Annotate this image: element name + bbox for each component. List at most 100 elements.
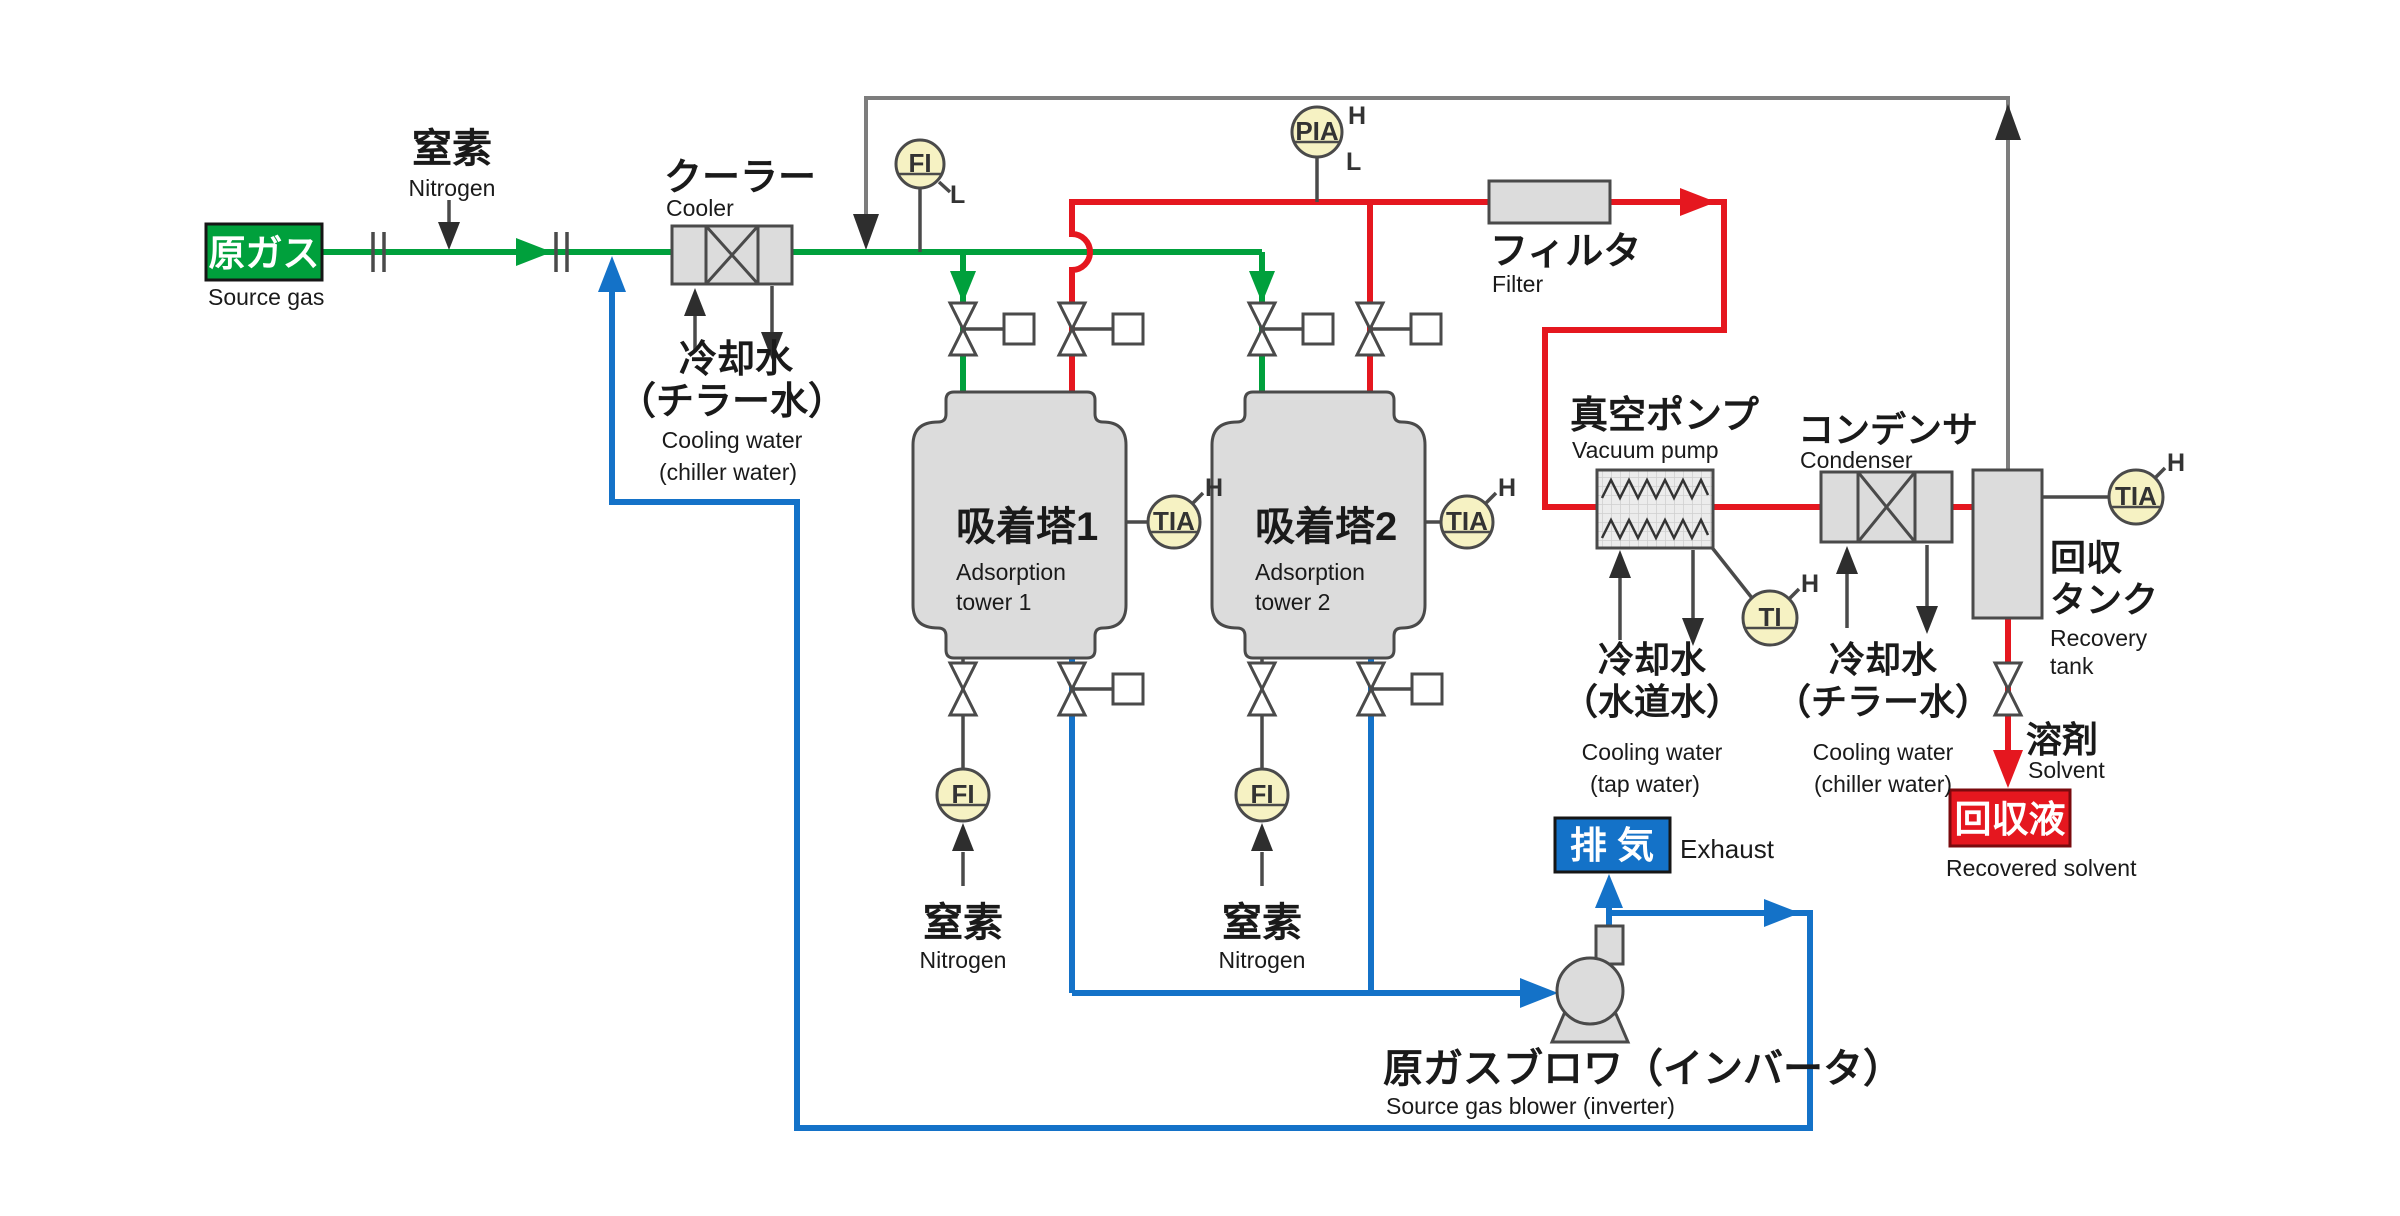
tower2-jp: 吸着塔2 (1255, 505, 1397, 549)
cond-water-jp1: 冷却水 (1829, 639, 1938, 680)
red-riser-tower1-with-jump (1069, 199, 1489, 392)
cond-water-en2: (chiller water) (1814, 771, 1952, 797)
valve-tower2-nitrogen (1246, 661, 1278, 717)
exhaust-box: 排 気 (1553, 816, 1672, 874)
tia2-marker-h: H (1498, 474, 1516, 502)
recovery-tank-jp2: タンク (2050, 579, 2158, 620)
filter-en: Filter (1492, 271, 1543, 297)
nitrogen-top-arrow-icon (438, 222, 460, 250)
pia-tag: PIA (1295, 116, 1339, 146)
valve-tower1-outlet (1056, 661, 1145, 717)
exhaust-label: 排 気 (1570, 825, 1654, 866)
pump-water-en1: Cooling water (1582, 739, 1723, 765)
tia-tank-marker-h: H (2167, 449, 2185, 477)
cooler-cw-out-arrow-icon (761, 332, 783, 360)
blower-base (1549, 1012, 1631, 1044)
tia1-tag: TIA (1153, 506, 1195, 536)
exhaust-arrow-icon (1595, 874, 1623, 908)
green-flow-arrow-icon (516, 238, 552, 266)
nitrogen-top-jp: 窒素 (412, 127, 492, 171)
recovery-tank-jp1: 回収 (2050, 537, 2122, 578)
blower-jp: 原ガスブロワ（インバータ） (1383, 1046, 1903, 1091)
return-down-arrow-icon (853, 214, 879, 250)
recycle-return-arrow-icon (598, 256, 626, 292)
recycle-flow-arrow-icon (1764, 899, 1800, 927)
recovered-solvent-en: Recovered solvent (1946, 855, 2137, 881)
exhaust-en: Exhaust (1680, 834, 1775, 864)
instrument-tia-tower2: TIA H (1439, 474, 1516, 550)
instrument-ti: TI H (1741, 570, 1819, 647)
cooler-water-jp2: （チラー水） (618, 381, 846, 423)
cooler-en: Cooler (666, 195, 734, 221)
cond-cw-out-arrow-icon (1916, 606, 1938, 634)
tower2-en1: Adsorption (1255, 559, 1365, 585)
valve-tower1-nitrogen (947, 661, 979, 717)
nitrogen-top-en: Nitrogen (409, 175, 496, 201)
cooler-water-jp1: 冷却水 (679, 339, 794, 381)
recovery-tank-vessel (1971, 468, 2044, 620)
vacuum-pump-en: Vacuum pump (1572, 437, 1719, 463)
valve-tower2-outlet (1355, 661, 1444, 717)
valve-tower2-inlet (1246, 301, 1335, 357)
tower2-inlet-arrow-icon (1249, 271, 1275, 303)
filter-jp: フィルタ (1490, 231, 1641, 273)
fi-top-tag: FI (908, 148, 931, 178)
return-up-arrow-icon (1995, 104, 2021, 140)
fi-top-marker-l: L (950, 181, 965, 209)
source-gas-label: 原ガス (209, 233, 320, 274)
pipe-source-gas (322, 232, 1275, 392)
tia2-tag: TIA (1446, 506, 1488, 536)
tower1-en1: Adsorption (956, 559, 1066, 585)
return-line (853, 96, 2021, 470)
valve-tower2-desorb (1354, 301, 1443, 357)
valve-tank-drain (1992, 661, 2024, 717)
pump-water-jp2: （水道水） (1562, 681, 1742, 722)
pump-cw-in-arrow-icon (1609, 550, 1631, 578)
valve-tower1-desorb (1056, 301, 1145, 357)
nitrogen2-jp: 窒素 (1222, 901, 1302, 945)
fi-n1-tag: FI (951, 779, 974, 809)
vacuum-pump-symbol (1595, 468, 1715, 550)
cond-water-en1: Cooling water (1813, 739, 1954, 765)
valve-actuator (1409, 312, 1443, 346)
pump-cw-out-arrow-icon (1682, 618, 1704, 646)
blower-symbol (1549, 924, 1631, 1044)
ti-marker-h: H (1801, 570, 1819, 598)
source-gas-box: 原ガス (204, 222, 324, 282)
condenser-symbol (1819, 470, 1954, 544)
fi-n2-tag: FI (1250, 779, 1273, 809)
red-flow-arrow-icon (1680, 188, 1716, 216)
blower-casing (1555, 956, 1625, 1026)
cooler-water-en1: Cooling water (662, 427, 803, 453)
pia-marker-l: L (1346, 148, 1361, 176)
cond-cw-in-arrow-icon (1836, 546, 1858, 574)
cooler-cw-in-arrow-icon (684, 288, 706, 316)
blower-en: Source gas blower (inverter) (1386, 1093, 1675, 1119)
instrument-fi-nitrogen2: FI (1234, 767, 1290, 823)
nitrogen1-en: Nitrogen (920, 947, 1007, 973)
tia1-marker-h: H (1205, 474, 1223, 502)
solvent-out-arrow-icon (1993, 750, 2023, 788)
recovered-solvent-box: 回収液 (1948, 788, 2072, 848)
tower1-jp: 吸着塔1 (956, 505, 1098, 549)
cooler-water-en2: (chiller water) (659, 459, 797, 485)
tower1-en2: tower 1 (956, 589, 1031, 615)
pump-water-en2: (tap water) (1590, 771, 1700, 797)
valve-actuator (1301, 312, 1335, 346)
cond-water-jp2: （チラー水） (1775, 681, 1991, 722)
ti-tag: TI (1758, 602, 1781, 632)
nitrogen1-jp: 窒素 (923, 901, 1003, 945)
nitrogen1-arrow-icon (952, 823, 974, 851)
solvent-jp: 溶剤 (2026, 719, 2098, 760)
instrument-fi-nitrogen1: FI (935, 767, 991, 823)
nitrogen2-arrow-icon (1251, 823, 1273, 851)
vacuum-pump-jp: 真空ポンプ (1570, 395, 1759, 437)
pia-marker-h: H (1348, 102, 1366, 130)
valve-actuator (1002, 312, 1036, 346)
adsorption-tower2-vessel (1210, 390, 1427, 660)
adsorption-tower1-vessel (911, 390, 1128, 660)
instrument-tia-tower1: TIA H (1146, 474, 1223, 550)
tower1-inlet-arrow-icon (950, 271, 976, 303)
